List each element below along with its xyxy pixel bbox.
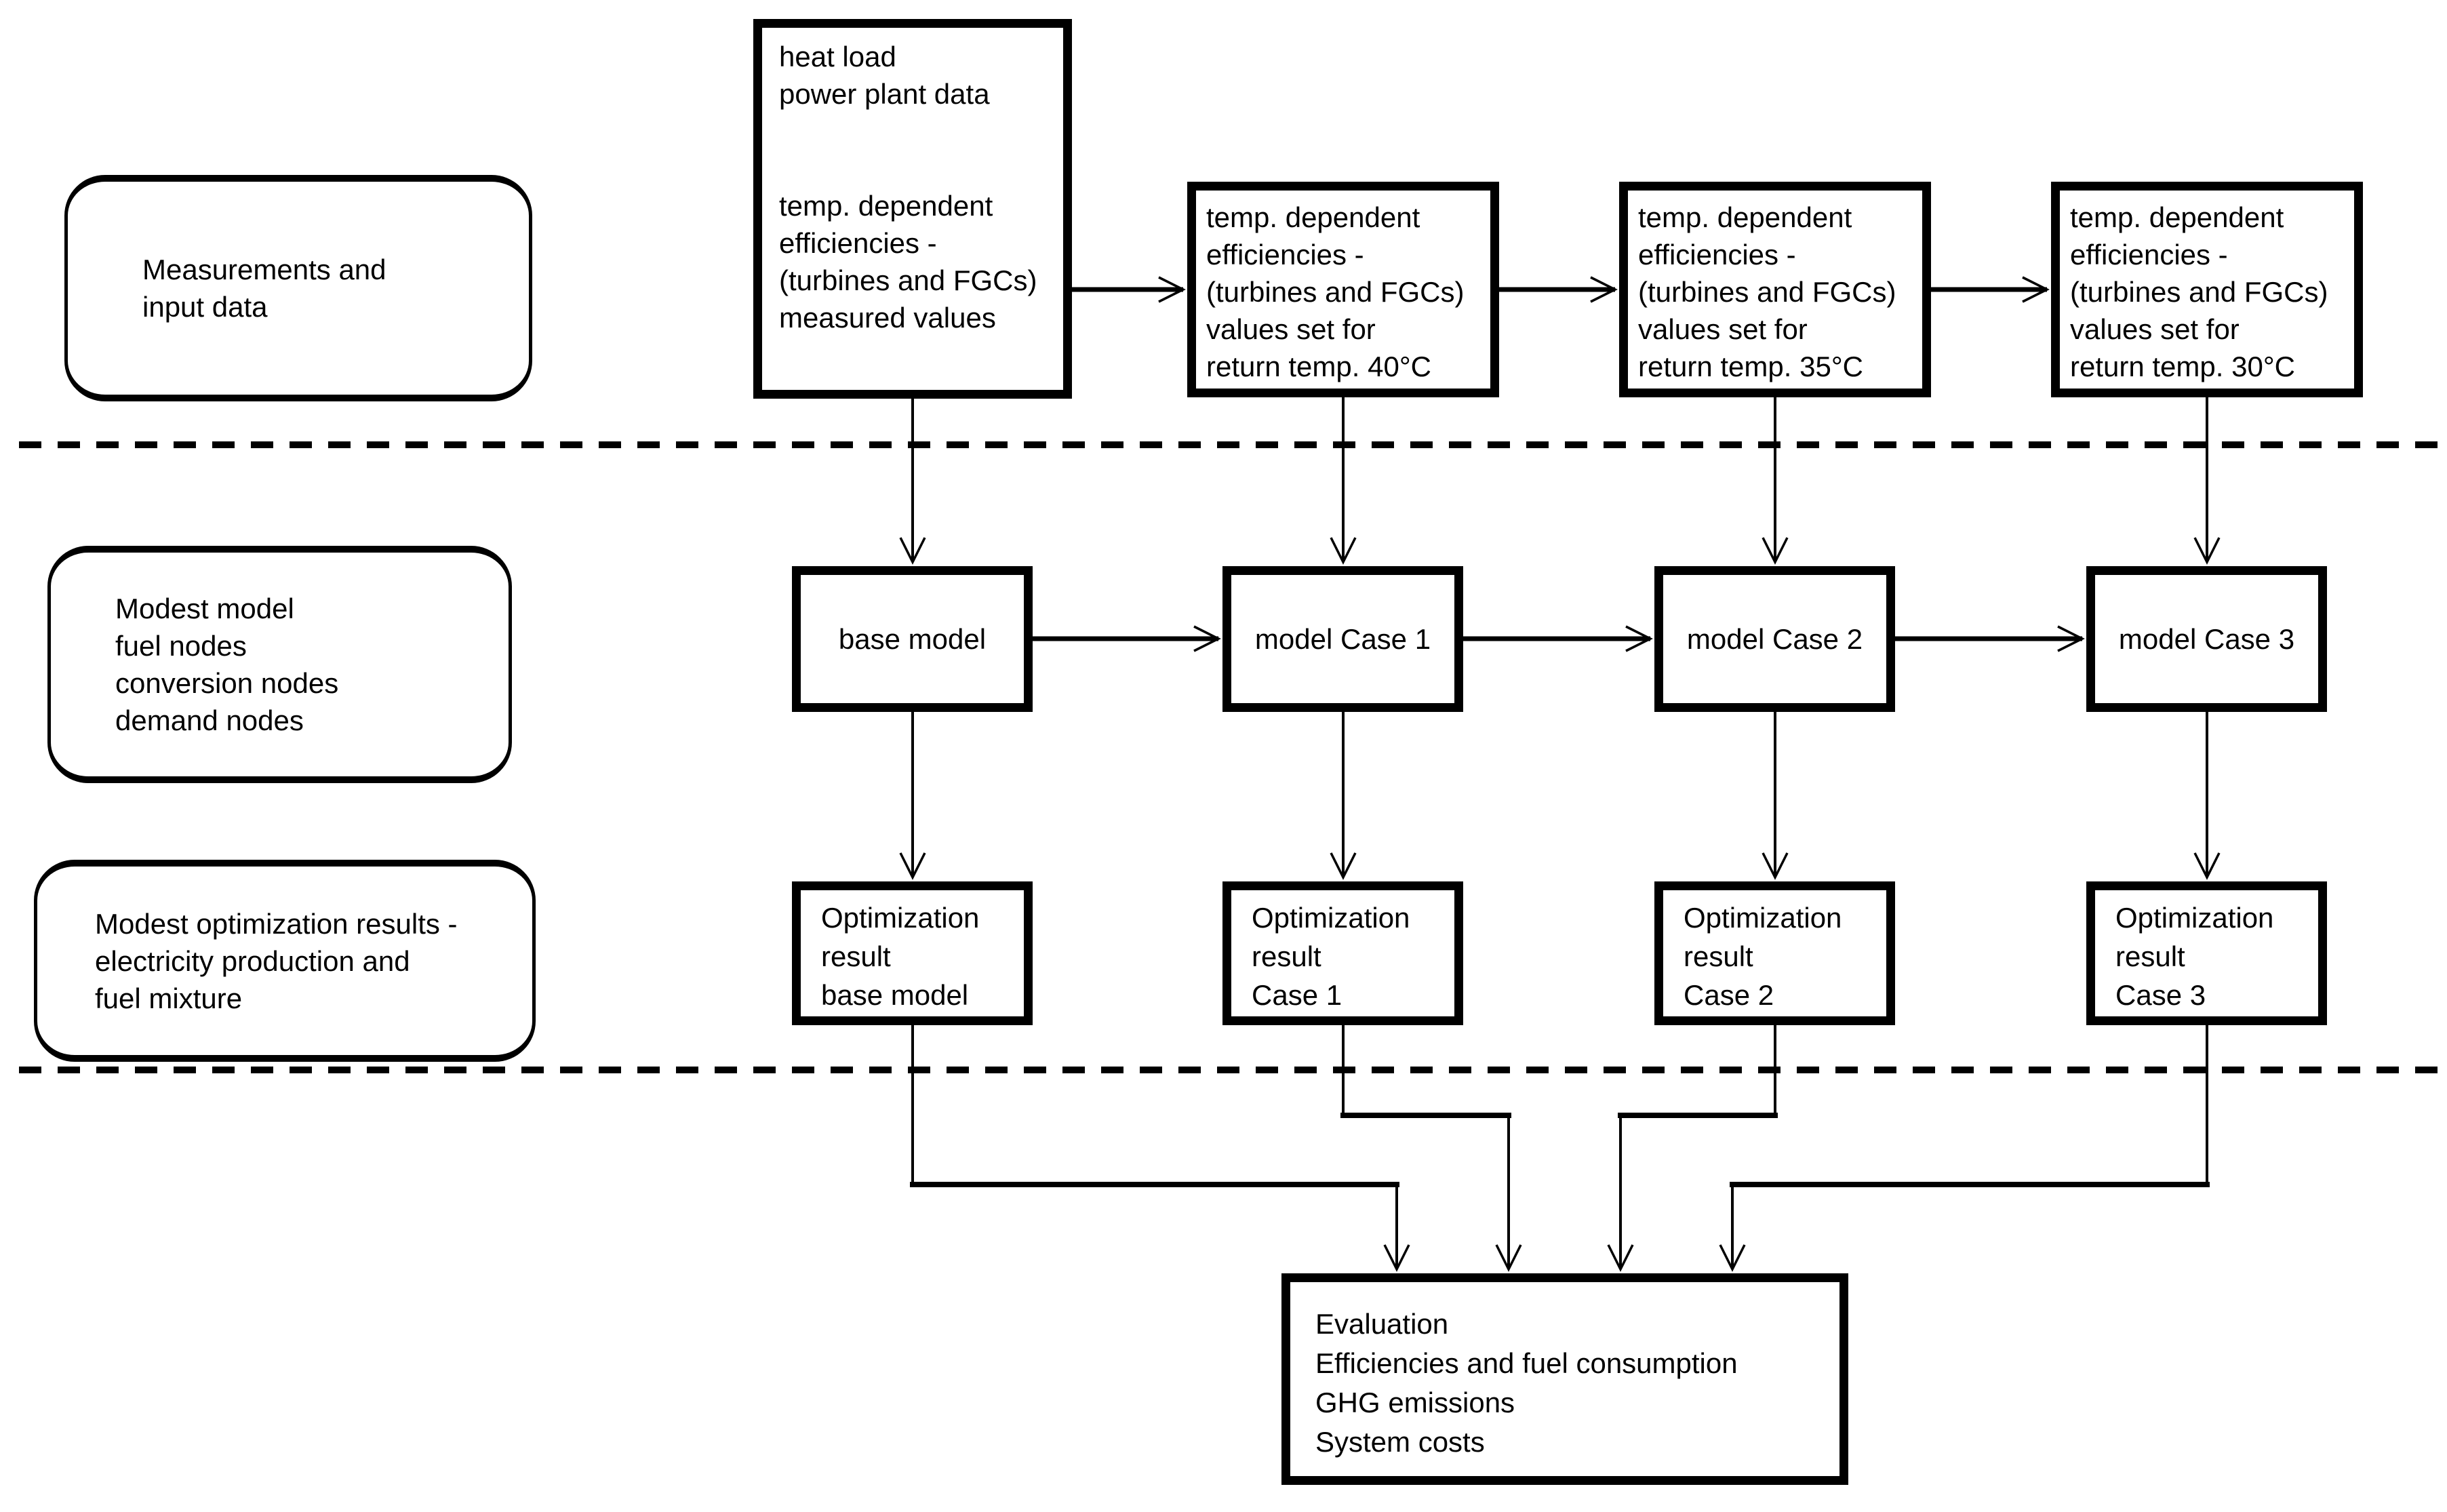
input-box-measured-values: heat load power plant data temp. depende… [753, 19, 1072, 399]
evaluation-box: Evaluation Efficiencies and fuel consump… [1281, 1273, 1848, 1485]
evaluation-box-text: Evaluation Efficiencies and fuel consump… [1315, 1308, 1738, 1458]
result-box-case-2: Optimization result Case 2 [1654, 881, 1895, 1025]
model-box-base: base model [792, 566, 1033, 712]
model-box-case-3-text: model Case 3 [2118, 623, 2295, 655]
input-to-model-arrows [899, 397, 2221, 565]
row-label-measurements-text: Measurements and input data [142, 254, 386, 323]
input-box-return-temp-40-text: temp. dependent efficiencies - (turbines… [1206, 201, 1465, 382]
result-box-case-1-text: Optimization result Case 1 [1252, 902, 1410, 1011]
result-box-case-3-text: Optimization result Case 3 [2115, 902, 2274, 1011]
result-box-base: Optimization result base model [792, 881, 1033, 1025]
row-label-optimization-results: Modest optimization results - electricit… [34, 860, 536, 1062]
result-box-case-1: Optimization result Case 1 [1222, 881, 1463, 1025]
result-box-base-text: Optimization result base model [821, 902, 980, 1011]
input-box-return-temp-35-text: temp. dependent efficiencies - (turbines… [1638, 201, 1896, 382]
dashed-separators [19, 441, 2441, 1073]
row-label-modest-model: Modest model fuel nodes conversion nodes… [47, 546, 512, 783]
model-box-case-3: model Case 3 [2086, 566, 2327, 712]
model-box-base-text: base model [838, 623, 987, 655]
result-to-evaluation-routes [910, 1025, 2210, 1272]
input-box-return-temp-40: temp. dependent efficiencies - (turbines… [1187, 182, 1499, 397]
row-label-modest-model-text: Modest model fuel nodes conversion nodes… [115, 593, 339, 736]
input-box-return-temp-35: temp. dependent efficiencies - (turbines… [1619, 182, 1931, 397]
row-label-optimization-results-text: Modest optimization results - electricit… [95, 907, 458, 1014]
model-box-case-2: model Case 2 [1654, 566, 1895, 712]
model-to-result-arrows [899, 712, 2221, 880]
result-box-case-3: Optimization result Case 3 [2086, 881, 2327, 1025]
model-box-case-2-text: model Case 2 [1686, 623, 1863, 655]
model-box-case-1: model Case 1 [1222, 566, 1463, 712]
row-label-measurements: Measurements and input data [64, 175, 532, 401]
result-box-case-2-text: Optimization result Case 2 [1684, 902, 1842, 1011]
model-box-case-1-text: model Case 1 [1254, 623, 1431, 655]
input-box-return-temp-30-text: temp. dependent efficiencies - (turbines… [2070, 201, 2328, 382]
input-box-return-temp-30: temp. dependent efficiencies - (turbines… [2051, 182, 2363, 397]
input-box-measured-values-text: heat load power plant data temp. depende… [779, 41, 1037, 334]
